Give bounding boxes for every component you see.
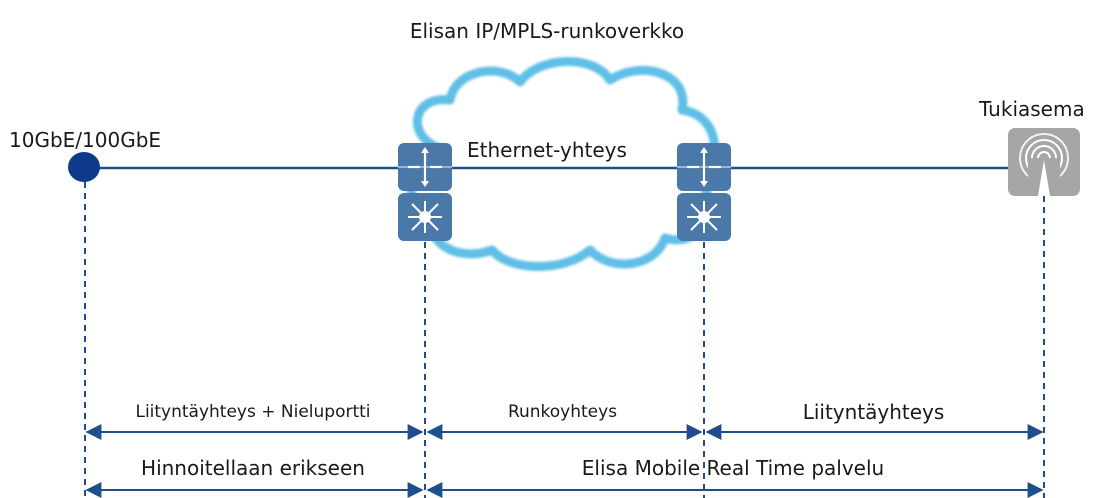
bottom-label-priced-separately: Hinnoitellaan erikseen	[141, 456, 365, 480]
left-switch-icon	[398, 193, 452, 241]
cloud-label: Ethernet-yhteys	[467, 138, 627, 162]
bottom-label-service: Elisa Mobile Real Time palvelu	[581, 456, 885, 480]
base-station-icon	[1008, 128, 1080, 196]
base-station-label: Tukiasema	[979, 97, 1085, 121]
right-switch-icon	[677, 193, 731, 241]
right-router-icon	[677, 143, 731, 191]
segment-label-access: Liityntäyhteys	[802, 400, 945, 424]
segment-label-access-sink: Liityntäyhteys + Nieluportti	[135, 402, 371, 422]
left-router-icon	[398, 143, 452, 191]
cloud	[406, 57, 719, 271]
endpoint-node	[68, 152, 100, 182]
segment-label-backbone: Runkoyhteys	[507, 402, 618, 422]
diagram-title: Elisan IP/MPLS-runkoverkko	[409, 19, 685, 43]
dashed-guides	[84, 182, 1045, 498]
endpoint-label: 10GbE/100GbE	[9, 128, 162, 152]
